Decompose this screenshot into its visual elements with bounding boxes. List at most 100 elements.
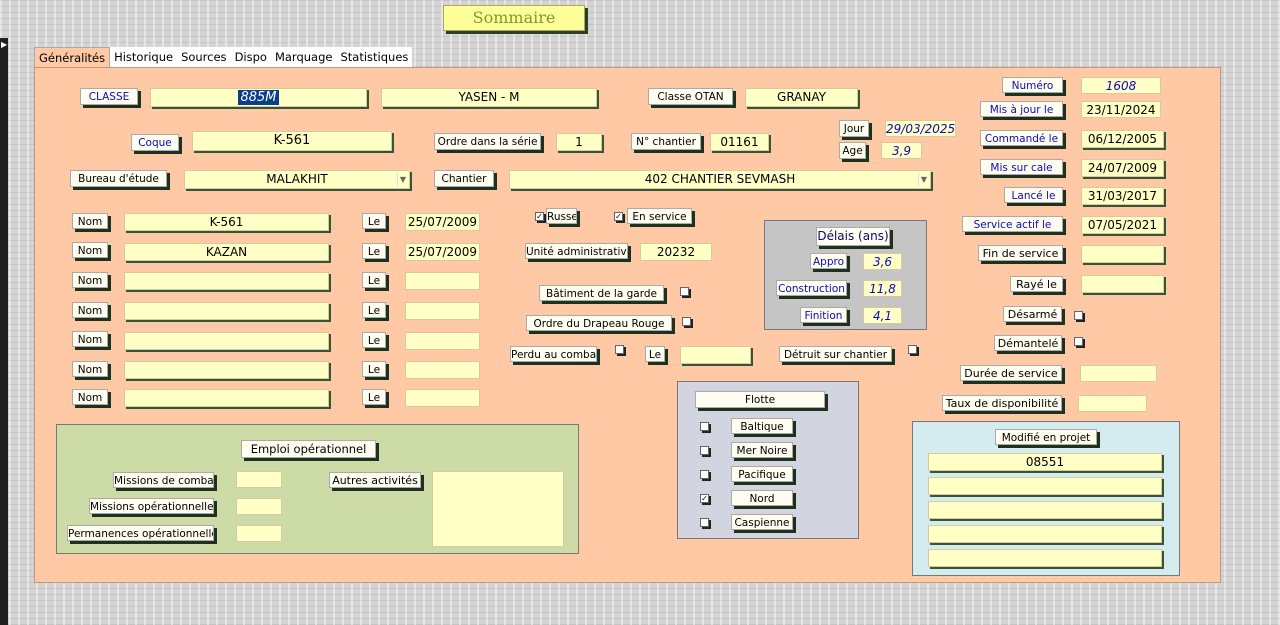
permanences-field[interactable] [236,525,282,542]
perdu-date-field[interactable] [680,346,751,364]
nom-field[interactable]: K-561 [124,213,329,231]
flotte-mer-noire-label: Mer Noire [731,442,793,458]
coque-field[interactable]: K-561 [192,131,392,151]
le-label: Le [362,272,386,288]
coque-label: Coque [131,134,179,151]
drapeau-rouge-checkbox[interactable] [682,317,691,326]
class-name-field[interactable]: YASEN - M [381,88,597,107]
missions-combat-field[interactable] [236,471,282,488]
sommaire-button[interactable]: Sommaire [443,5,585,31]
flotte-nord-label: Nord [731,490,793,506]
missions-combat-label: Missions de combat [113,472,214,488]
unite-administrative-field[interactable]: 20232 [640,243,712,261]
classe-field[interactable]: 885M [150,88,367,107]
nom-field[interactable] [124,302,329,320]
en-service-label: En service [627,208,692,224]
tab-dispo[interactable]: Dispo [234,50,267,64]
perdu-combat-label: Perdu au combat [510,346,597,362]
modifie-projet-row[interactable] [928,477,1162,495]
le-date-field[interactable] [405,272,480,290]
le-date-field[interactable] [405,361,480,379]
nom-field[interactable] [124,389,329,407]
tab-generalites[interactable]: Généralités [34,47,111,68]
chantier-number-label: N° chantier [631,133,701,150]
bureau-etude-combo[interactable]: MALAKHIT▼ [184,170,410,189]
le-date-field[interactable] [405,302,480,320]
appro-field[interactable]: 3,6 [863,253,902,270]
service-actif-label: Service actif le [962,216,1063,232]
appro-label: Appro [810,253,847,269]
raye-field[interactable] [1081,275,1164,293]
desarme-checkbox[interactable] [1074,311,1083,320]
mis-sur-cale-field[interactable]: 24/07/2009 [1081,159,1164,177]
numero-label: Numéro [1002,77,1063,93]
tab-statistiques[interactable]: Statistiques [340,50,409,64]
service-actif-field[interactable]: 07/05/2021 [1081,216,1164,234]
batiment-garde-checkbox[interactable] [680,287,689,296]
classe-otan-field[interactable]: GRANAY [745,88,858,107]
chevron-down-icon[interactable]: ▼ [918,173,929,186]
flotte-nord-checkbox[interactable]: ✓ [700,494,709,503]
nom-field[interactable]: KAZAN [124,243,329,261]
le-date-field[interactable] [405,332,480,350]
jour-field[interactable]: 29/03/2025 [885,120,956,137]
permanences-label: Permanences opérationnelles [67,525,214,541]
age-field[interactable]: 3,9 [881,142,922,159]
tab-sources[interactable]: Sources [181,50,227,64]
lance-field[interactable]: 31/03/2017 [1081,187,1164,205]
le-date-field[interactable]: 25/07/2009 [405,213,480,231]
nom-field[interactable] [124,361,329,379]
ordre-serie-label: Ordre dans la série [434,133,541,150]
jour-label: Jour [839,120,869,137]
nom-label: Nom [72,389,108,405]
record-pointer-icon: ▶ [1,40,8,49]
nom-field[interactable] [124,272,329,290]
construction-field[interactable]: 11,8 [863,280,902,297]
flotte-baltique-label: Baltique [731,418,793,434]
nom-label: Nom [72,272,108,288]
modifie-projet-row[interactable] [928,525,1162,543]
tab-historique[interactable]: Historique [114,50,174,64]
le-date-field[interactable]: 25/07/2009 [405,243,480,261]
mis-a-jour-field[interactable]: 23/11/2024 [1081,101,1161,118]
flotte-baltique-checkbox[interactable] [700,422,709,431]
chevron-down-icon[interactable]: ▼ [397,173,408,186]
modifie-projet-row[interactable]: 08551 [928,453,1162,471]
flotte-mer-noire-checkbox[interactable] [700,446,709,455]
taux-disponibilite-field[interactable] [1078,395,1147,412]
fin-service-field[interactable] [1081,245,1164,263]
classe-value: 885M [238,90,279,105]
perdu-combat-checkbox[interactable] [615,345,624,354]
chantier-number-field[interactable]: 01161 [710,133,769,151]
russe-checkbox[interactable]: ✓ [535,212,544,221]
mis-a-jour-label: Mis à jour le [980,101,1063,117]
lance-label: Lancé le [1004,187,1063,203]
modifie-projet-row[interactable] [928,549,1162,567]
demantele-checkbox[interactable] [1074,337,1083,346]
le-label: Le [362,361,386,377]
le-label: Le [362,213,386,229]
raye-label: Rayé le [1010,276,1063,292]
emploi-title: Emploi opérationnel [241,440,376,458]
nom-field[interactable] [124,332,329,350]
modifie-projet-row[interactable] [928,501,1162,519]
chantier-combo[interactable]: 402 CHANTIER SEVMASH▼ [509,170,931,189]
duree-service-field[interactable] [1080,365,1157,382]
autres-activites-label: Autres activités [329,472,421,488]
commande-field[interactable]: 06/12/2005 [1081,130,1164,148]
le-label: Le [362,243,386,259]
missions-operationnelles-field[interactable] [236,498,282,515]
flotte-pacifique-checkbox[interactable] [700,470,709,479]
tab-marquage[interactable]: Marquage [274,50,333,64]
le-date-field[interactable] [405,389,480,407]
mis-sur-cale-label: Mis sur cale [980,159,1063,175]
finition-field[interactable]: 4,1 [863,307,902,324]
ordre-serie-field[interactable]: 1 [556,133,602,151]
autres-activites-field[interactable] [432,471,564,547]
detruit-chantier-checkbox[interactable] [908,345,917,354]
flotte-caspienne-checkbox[interactable] [700,518,709,527]
en-service-checkbox[interactable]: ✓ [614,212,623,221]
record-selector-bar: ▶ [0,38,8,625]
tab-bar: Généralités Historique Sources Dispo Mar… [34,47,413,68]
numero-field[interactable]: 1608 [1081,77,1161,94]
